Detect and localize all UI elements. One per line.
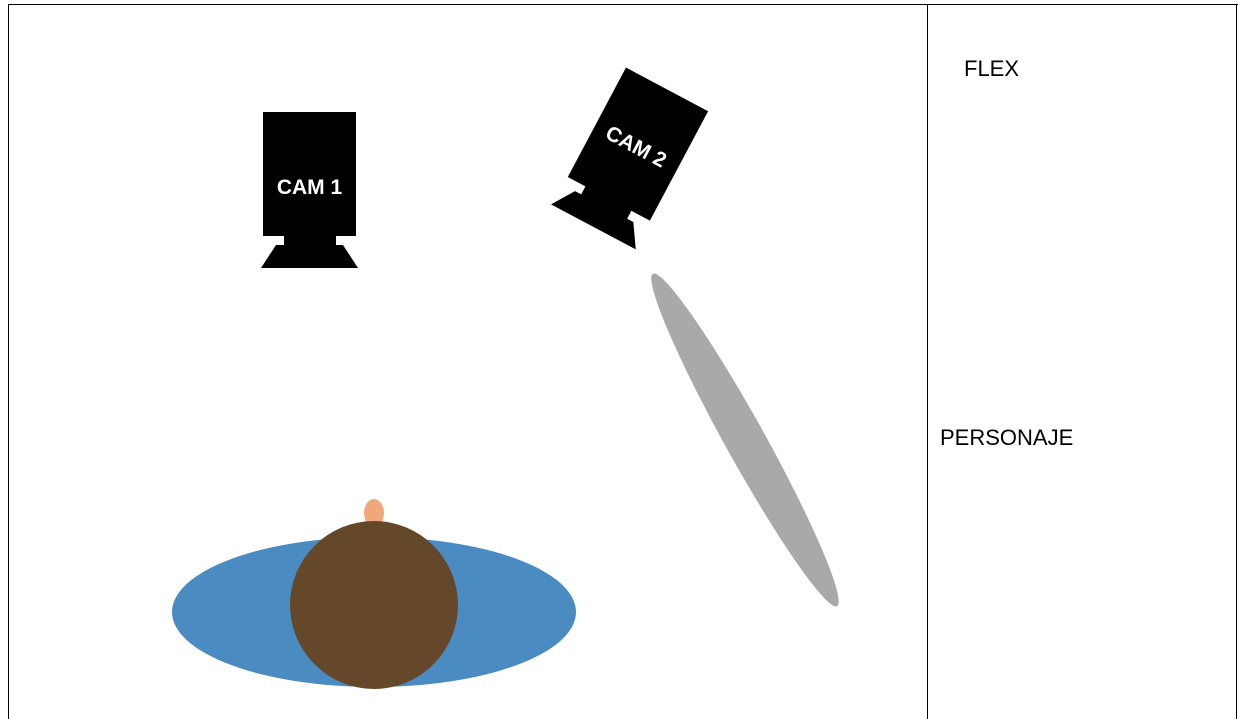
frame-border-right <box>1236 4 1237 719</box>
frame-divider <box>927 4 928 719</box>
character <box>172 499 576 689</box>
cam-2-lens <box>550 191 636 250</box>
flex-reflector <box>651 273 839 607</box>
character-nose <box>364 499 384 527</box>
frame-border-top <box>8 4 1238 5</box>
cam-1-body <box>263 112 356 236</box>
cam-1-label: CAM 1 <box>277 176 343 199</box>
cam-1: CAM 1 <box>261 112 358 268</box>
personaje-label: PERSONAJE <box>940 425 1074 450</box>
cam-1-lens <box>261 245 358 268</box>
cam-2-neck <box>579 184 633 222</box>
cam-2-body <box>567 67 709 221</box>
cam-2: CAM 2 <box>550 67 709 250</box>
character-head <box>290 521 458 689</box>
cam-1-neck <box>284 234 336 248</box>
flex-label: FLEX <box>964 56 1020 81</box>
frame-border-left <box>8 4 9 719</box>
